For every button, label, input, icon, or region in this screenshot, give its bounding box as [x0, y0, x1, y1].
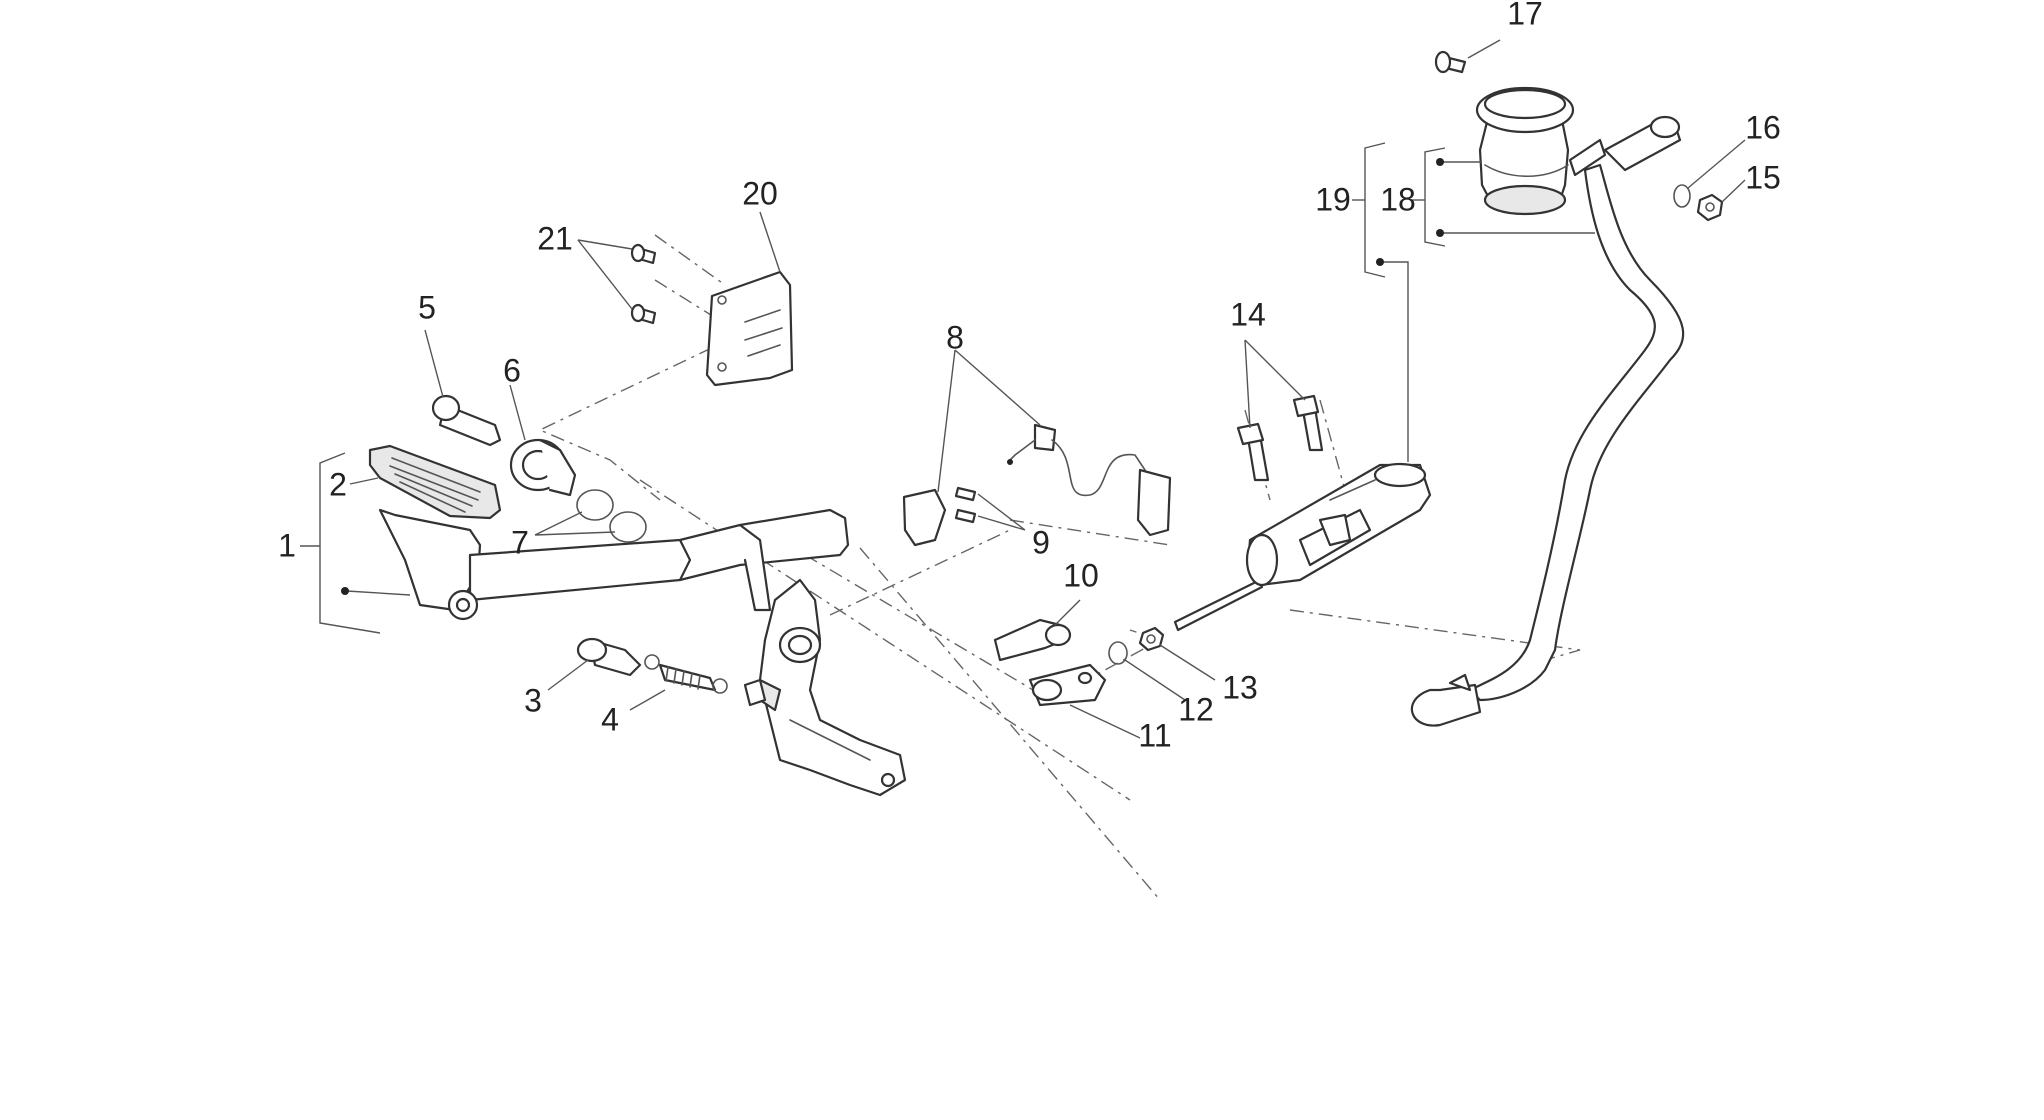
callout-17: 17	[1507, 0, 1543, 31]
return-spring	[644, 654, 728, 694]
pedal-mounting-bracket	[743, 578, 907, 797]
callout-18: 18	[1380, 181, 1416, 217]
brake-pedal-lever	[378, 508, 850, 621]
callout-labels: 1 2 3 4 5 6 7 8 9 10 11 12 13 14 15 16 1…	[278, 0, 1781, 753]
callout-1: 1	[278, 527, 296, 563]
o-rings	[576, 489, 647, 543]
lock-nut	[1138, 626, 1165, 652]
callout-19: 19	[1315, 181, 1351, 217]
reservoir-cap-screw	[1434, 50, 1467, 74]
callout-15: 15	[1745, 159, 1781, 195]
callout-4: 4	[601, 701, 619, 737]
callout-6: 6	[503, 352, 521, 388]
pedal-rubber-pad	[368, 444, 502, 520]
reservoir-bracket-and-hose	[1410, 115, 1685, 727]
bushing	[576, 637, 642, 677]
callout-14: 14	[1230, 296, 1266, 332]
leader-lines	[300, 39, 1746, 739]
callout-9: 9	[1032, 524, 1050, 560]
callout-21: 21	[537, 220, 573, 256]
mounting-washer	[1673, 184, 1691, 208]
callout-13: 13	[1222, 669, 1258, 705]
callout-16: 16	[1745, 109, 1781, 145]
rear-brake-master-cylinder	[1173, 462, 1432, 632]
pivot-bushing	[509, 438, 577, 497]
callout-2: 2	[329, 466, 347, 502]
callout-7: 7	[511, 524, 529, 560]
pivot-bolt	[431, 394, 502, 447]
callout-12: 12	[1178, 691, 1214, 727]
callout-20: 20	[742, 175, 778, 211]
plate-screws	[630, 243, 657, 325]
clevis	[1028, 663, 1107, 707]
switch-screws	[954, 486, 977, 524]
cylinder-bolts	[1236, 394, 1324, 482]
washer	[1108, 641, 1128, 665]
callout-8: 8	[946, 319, 964, 355]
fluid-reservoir	[1475, 86, 1607, 216]
clevis-pin	[993, 618, 1072, 662]
callout-10: 10	[1063, 557, 1099, 593]
callout-11: 11	[1138, 717, 1171, 753]
callout-5: 5	[418, 289, 436, 325]
heel-guard-plate	[705, 270, 794, 387]
mounting-nut	[1696, 193, 1724, 222]
callout-3: 3	[524, 682, 542, 718]
brake-light-switch	[902, 423, 1172, 547]
